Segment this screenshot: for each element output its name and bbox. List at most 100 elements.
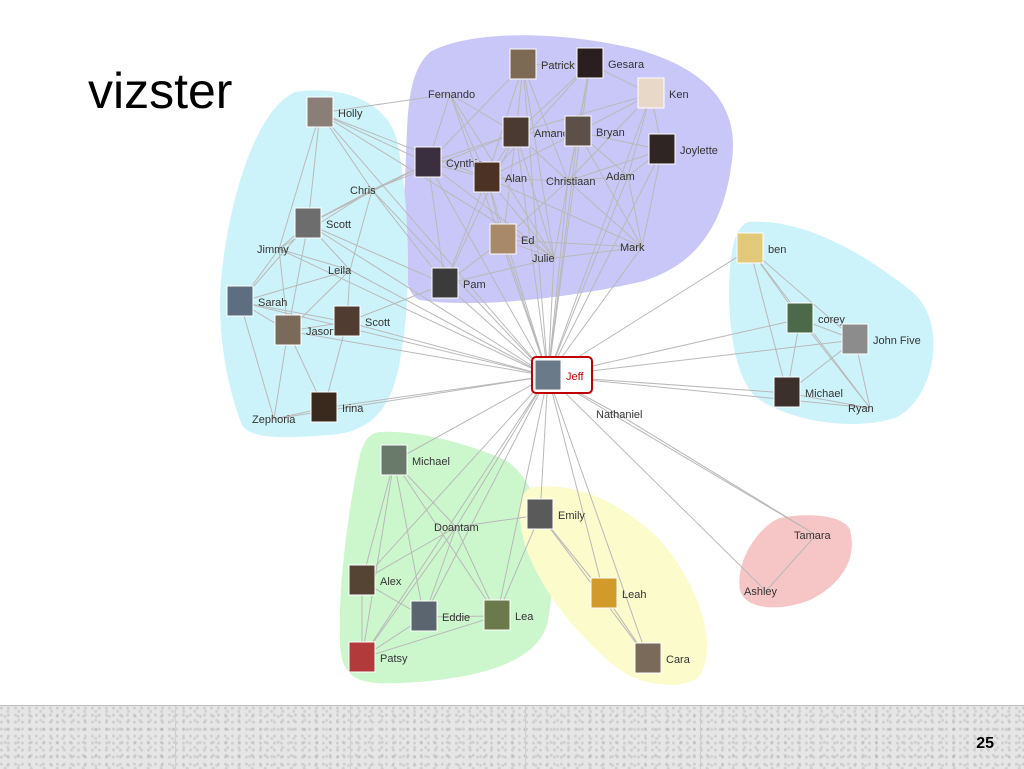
graph-node-ed[interactable]: Ed [489,223,534,255]
graph-node-chris[interactable]: Chris [350,185,376,197]
graph-edge [799,318,871,409]
graph-node-joylette[interactable]: Joylette [648,133,718,165]
graph-edge [427,162,555,259]
graph-edge [427,162,446,285]
graph-edge [577,131,643,248]
node-label: Mark [620,242,645,254]
node-label: Christiaan [546,176,596,188]
graph-node-pam[interactable]: Pam [431,267,486,299]
graph-node-christiaan[interactable]: Christiaan [546,176,596,188]
graph-node-eddie[interactable]: Eddie [410,600,470,632]
graph-node-michael_g[interactable]: Michael [380,444,450,476]
graph-node-corey[interactable]: corey [786,302,845,334]
profile-photo [564,115,592,147]
graph-edge [522,64,569,182]
graph-edge [444,177,488,285]
graph-node-leila[interactable]: Leila [328,265,352,277]
profile-photo [473,161,501,193]
graph-edge [239,301,275,420]
graph-edge [502,132,517,241]
graph-edge [496,375,549,617]
graph-node-cynthia[interactable]: Cynthia [414,146,484,178]
graph-edge [449,93,555,259]
graph-node-ben[interactable]: ben [736,232,786,264]
graph-node-mark[interactable]: Mark [620,242,645,254]
graph-node-zephoria[interactable]: Zephoria [252,414,296,426]
graph-edge [278,248,351,271]
profile-photo [310,391,338,423]
graph-edge [547,246,643,377]
graph-edge [278,112,321,250]
graph-node-holly[interactable]: Holly [306,96,363,128]
graph-node-alan[interactable]: Alan [473,161,527,193]
graph-node-ryan[interactable]: Ryan [848,403,874,415]
graph-node-cara[interactable]: Cara [634,642,691,674]
graph-node-patrick[interactable]: Patrick [509,48,575,80]
graph-edge [547,93,652,377]
profile-photo [736,232,764,264]
graph-node-scott1[interactable]: Scott [294,207,351,239]
graph-edge [455,514,541,528]
graph-node-johnfive[interactable]: John Five [841,323,921,355]
graph-edge [515,93,652,134]
graph-edge [567,149,663,182]
graph-node-bryan[interactable]: Bryan [564,115,625,147]
graph-node-julie[interactable]: Julie [532,253,555,265]
graph-edge [239,269,351,303]
graph-edge [547,375,649,660]
graph-node-ashley[interactable]: Ashley [744,586,778,598]
graph-edge [307,112,321,225]
graph-node-alex[interactable]: Alex [348,564,402,596]
graph-node-leah[interactable]: Leah [590,577,646,609]
graph-node-jimmy[interactable]: Jimmy [257,244,289,256]
cluster-cyan-right [729,221,934,425]
graph-edge [522,64,555,259]
graph-edge [547,248,751,377]
graph-edge [273,330,289,420]
graph-node-fernando[interactable]: Fernando [428,89,475,101]
profile-photo [380,444,408,476]
graph-edge [319,112,549,377]
graph-node-jeff[interactable]: Jeff [531,356,593,394]
slide-footer: 25 [0,705,1024,769]
graph-node-ken[interactable]: Ken [637,77,689,109]
graph-edge [627,175,643,248]
graph-node-jason[interactable]: Jason [274,314,335,346]
graph-node-sarah[interactable]: Sarah [226,285,287,317]
graph-node-tamara[interactable]: Tamara [794,530,832,542]
node-label: Bryan [596,127,625,139]
graph-node-nathaniel[interactable]: Nathaniel [596,409,642,421]
profile-photo [410,600,438,632]
graph-node-scott2[interactable]: Scott [333,305,390,337]
node-label: Alex [380,576,402,588]
node-label: ben [768,244,786,256]
graph-edge [287,223,309,332]
node-label: Joylette [680,145,718,157]
node-label: Lea [515,611,534,623]
node-label: Patsy [380,653,408,665]
graph-edge [361,615,498,659]
node-label: Tamara [794,530,832,542]
graph-edge [641,149,663,248]
graph-node-irina[interactable]: Irina [310,391,364,423]
node-label: Julie [532,253,555,265]
profile-photo [637,77,665,109]
node-label: Nathaniel [596,409,642,421]
graph-node-lea[interactable]: Lea [483,599,534,631]
graph-edge [371,132,517,191]
profile-photo [576,47,604,79]
graph-node-michael_r[interactable]: Michael [773,376,843,408]
profile-photo [648,133,676,165]
graph-node-doantam[interactable]: Doantam [434,522,479,534]
graph-edge [239,301,348,323]
graph-edge [486,177,549,377]
node-label: Fernando [428,89,475,101]
graph-node-gesara[interactable]: Gesara [576,47,645,79]
graph-node-emily[interactable]: Emily [526,498,585,530]
graph-edge [361,526,457,659]
node-label: Ed [521,235,534,247]
graph-node-adam[interactable]: Adam [606,171,635,183]
node-label: Jimmy [257,244,289,256]
graph-edge [617,413,817,536]
graph-node-patsy[interactable]: Patsy [348,641,408,673]
